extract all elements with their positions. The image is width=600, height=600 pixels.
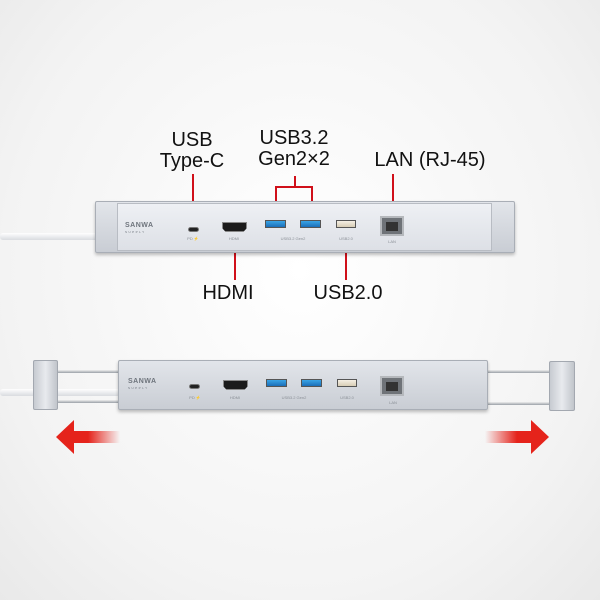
callout-usb32-line1: USB3.2 bbox=[259, 127, 329, 149]
leader-line-usb20 bbox=[345, 238, 347, 280]
usb2-port bbox=[337, 379, 357, 387]
cable bbox=[0, 233, 110, 240]
callout-lan: LAN (RJ-45) bbox=[374, 149, 486, 171]
callout-usb-typec-line2: Type-C bbox=[159, 150, 225, 172]
lan-port bbox=[380, 376, 404, 396]
port-label: HDMI bbox=[229, 395, 241, 400]
leader-line-lan bbox=[392, 174, 394, 216]
rail bbox=[45, 400, 125, 403]
rail bbox=[485, 402, 560, 405]
rail bbox=[45, 370, 125, 373]
usb3-port bbox=[266, 379, 287, 387]
port-label: USB3.2 Gen2 bbox=[280, 236, 306, 241]
right-clamp bbox=[549, 361, 575, 411]
usb2-port bbox=[336, 220, 356, 228]
leader-line-hdmi bbox=[234, 236, 236, 280]
usb3-port bbox=[301, 379, 322, 387]
port-label: LAN bbox=[388, 239, 396, 244]
port-label: USB3.2 Gen2 bbox=[281, 395, 307, 400]
rail bbox=[485, 370, 560, 373]
usb-c-port bbox=[188, 227, 199, 232]
port-label: HDMI bbox=[228, 236, 240, 241]
lan-port bbox=[380, 216, 404, 236]
port-label: PD ⚡ bbox=[187, 236, 199, 241]
leader-line-usb32-stem bbox=[294, 176, 296, 187]
callout-usb-typec-line1: USB bbox=[171, 129, 213, 151]
leader-line-typec bbox=[192, 174, 194, 226]
callout-usb20: USB2.0 bbox=[313, 282, 383, 304]
usb-c-port bbox=[189, 384, 200, 389]
callout-usb32-line2: Gen2×2 bbox=[258, 148, 330, 170]
cable bbox=[0, 389, 120, 396]
hdmi-port bbox=[222, 222, 247, 232]
usb3-port bbox=[265, 220, 286, 228]
arrow-left-icon bbox=[56, 420, 120, 454]
arrow-right-icon bbox=[485, 420, 549, 454]
hdmi-port bbox=[223, 380, 248, 390]
port-label: LAN bbox=[389, 400, 397, 405]
port-label: USB2.0 bbox=[339, 236, 353, 241]
usb3-port bbox=[300, 220, 321, 228]
left-clamp bbox=[33, 360, 58, 410]
port-label: USB2.0 bbox=[340, 395, 354, 400]
callout-hdmi: HDMI bbox=[202, 282, 254, 304]
port-label: PD ⚡ bbox=[189, 395, 201, 400]
leader-line-usb32-bracket bbox=[275, 186, 313, 188]
